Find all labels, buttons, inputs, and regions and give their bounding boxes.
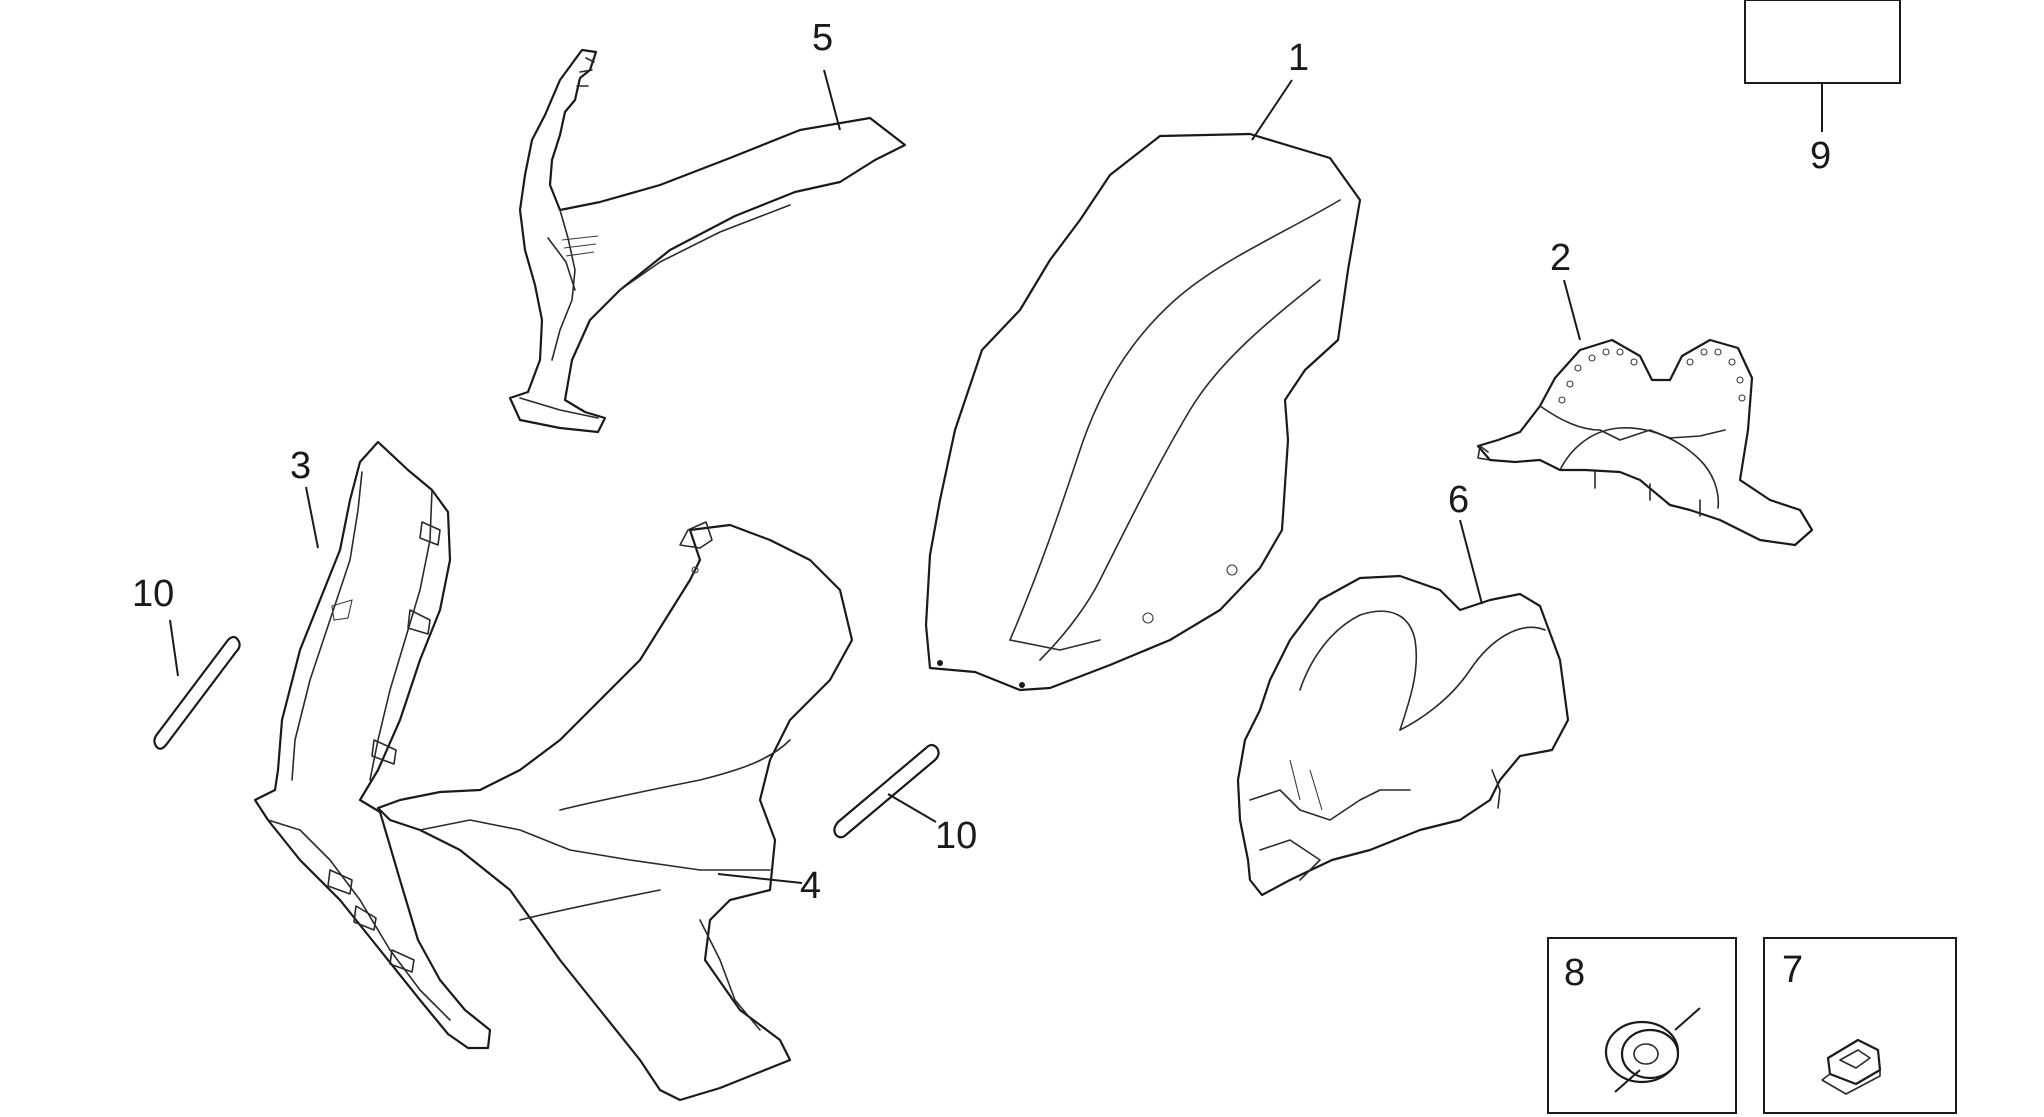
part-4-leg-shield <box>376 521 854 1102</box>
leader-6 <box>1459 519 1483 605</box>
part-3-side-trim <box>253 440 492 1050</box>
callout-6: 6 <box>1448 479 1469 521</box>
part-6-inner-cover <box>1236 574 1570 897</box>
frame-holes <box>1558 348 1746 404</box>
callout-2: 2 <box>1550 237 1571 279</box>
callout-8: 8 <box>1564 952 1585 994</box>
part-1-windscreen <box>924 132 1362 692</box>
leader-1 <box>1251 79 1293 141</box>
part-9-label-box <box>1744 0 1901 84</box>
callout-3: 3 <box>290 445 311 487</box>
callout-10-left: 10 <box>132 573 174 615</box>
callout-10-right: 10 <box>935 815 977 857</box>
part-5-upper-shield <box>508 48 907 434</box>
part-8-inset <box>1547 937 1737 1114</box>
leader-3 <box>305 486 319 549</box>
callout-1: 1 <box>1288 37 1309 79</box>
callout-4: 4 <box>800 865 821 907</box>
leader-2 <box>1563 279 1581 341</box>
part-7-inset <box>1763 937 1957 1114</box>
part-10-rod-right <box>833 743 940 839</box>
leader-10a <box>169 619 179 677</box>
leader-4 <box>717 873 803 884</box>
leader-5 <box>823 69 841 131</box>
callout-7: 7 <box>1782 949 1803 991</box>
callout-5: 5 <box>812 17 833 59</box>
callout-9: 9 <box>1810 135 1831 177</box>
part-10-rod-left <box>153 635 241 750</box>
leader-10b <box>887 793 937 823</box>
part-2-instrument-frame <box>1476 338 1814 547</box>
